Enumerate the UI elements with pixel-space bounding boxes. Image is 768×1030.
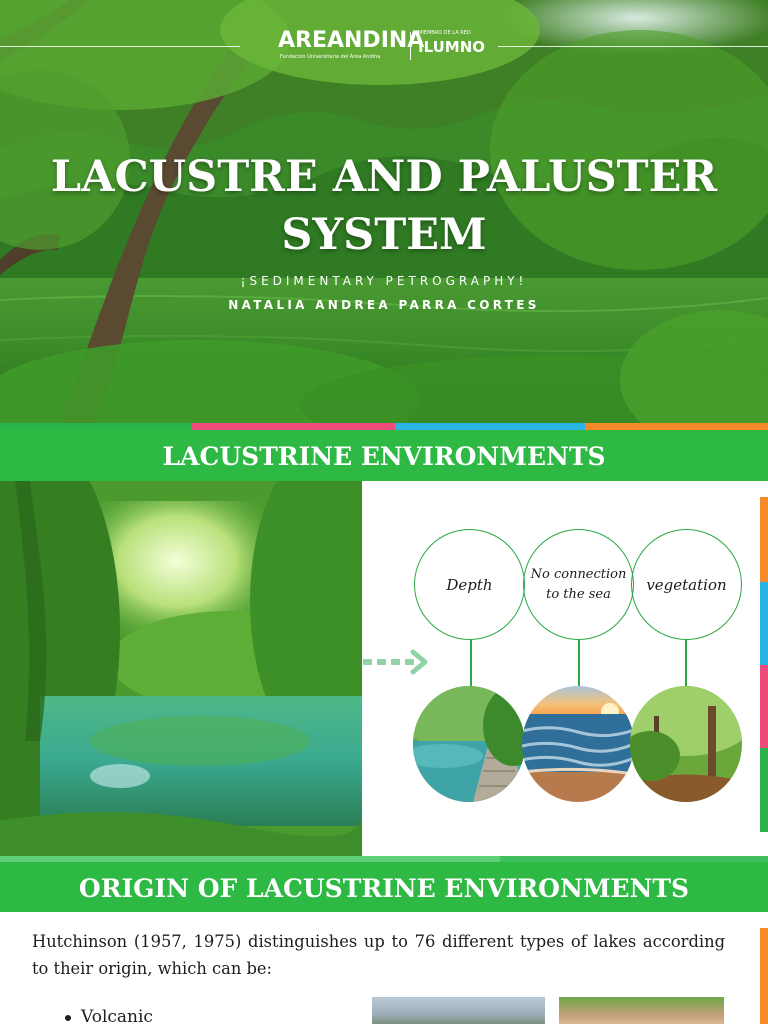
divider-dark xyxy=(500,856,768,862)
list-item: Volcanic xyxy=(62,1004,153,1030)
feature-label: No connection to the sea xyxy=(530,566,627,602)
divider-light xyxy=(0,856,500,862)
origin-paragraph: Hutchinson (1957, 1975) distinguishes up… xyxy=(32,932,725,978)
forest-lake-photo xyxy=(0,0,768,423)
page-subtitle: ¡SEDIMENTARY PETROGRAPHY! xyxy=(240,274,528,288)
lake-walkway-thumbnail xyxy=(413,686,525,802)
color-strip-pink xyxy=(192,423,395,430)
side-bar-pink xyxy=(760,665,768,748)
forest-thumbnail xyxy=(630,686,742,802)
logo-wordmark: AREANDINA xyxy=(278,28,425,53)
color-strip-blue xyxy=(395,423,585,430)
side-bar-blue xyxy=(760,582,768,665)
logo-network-label: MIEMBRO DE LA RED xyxy=(418,30,471,36)
logo-divider xyxy=(410,32,411,60)
eroded-terrain-photo xyxy=(559,997,724,1024)
side-bar-orange-lower xyxy=(760,928,768,1024)
hero-rule-left xyxy=(0,46,240,47)
feature-circle-vegetation: vegetation xyxy=(631,529,742,640)
author-name: NATALIA ANDREA PARRA CORTES xyxy=(228,298,540,312)
feature-circle-depth: Depth xyxy=(414,529,525,640)
feature-label: Depth xyxy=(446,575,493,594)
sea-sunset-thumbnail xyxy=(522,686,634,802)
hero-rule-right xyxy=(498,46,768,47)
side-bar-green xyxy=(760,748,768,832)
feature-label: vegetation xyxy=(646,575,727,594)
areandina-logo[interactable]: AREANDINA Fundación Universitaria del Ár… xyxy=(278,28,488,66)
section-heading-origin: ORIGIN OF LACUSTRINE ENVIRONMENTS xyxy=(0,862,768,912)
color-strip-green xyxy=(0,423,192,430)
feature-circle-no-sea-connection: No connection to the sea xyxy=(523,529,634,640)
connector-line xyxy=(470,640,472,686)
logo-tagline: Fundación Universitaria del Área Andina xyxy=(280,54,381,60)
side-bar-orange xyxy=(760,497,768,582)
origin-type-list: Volcanic xyxy=(62,1004,153,1030)
volcanic-landscape-photo xyxy=(372,997,545,1024)
ilumno-logo: ILUMNO xyxy=(418,38,486,56)
lake-photo xyxy=(0,481,362,856)
section-heading-lacustrine: LACUSTRINE ENVIRONMENTS xyxy=(0,430,768,481)
hero-banner: AREANDINA Fundación Universitaria del Ár… xyxy=(0,0,768,423)
connector-line xyxy=(578,640,580,686)
connector-line xyxy=(685,640,687,686)
dotted-arrow-icon xyxy=(363,649,428,675)
color-strip-orange xyxy=(585,423,768,430)
page-title: LACUSTRE AND PALUSTER SYSTEM xyxy=(50,152,718,260)
